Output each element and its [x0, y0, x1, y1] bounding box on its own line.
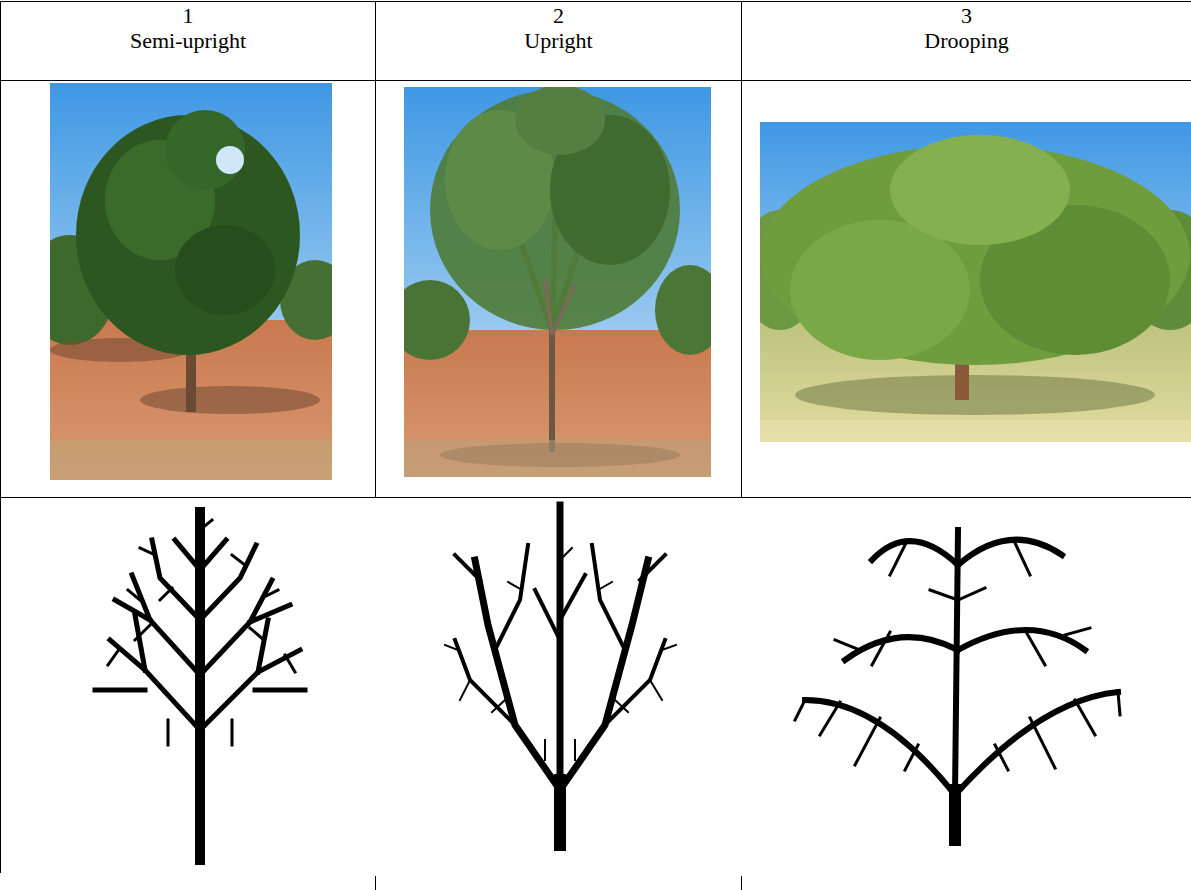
column-number: 1 — [1, 4, 375, 28]
tree-drawing — [95, 512, 305, 860]
tree-photo — [760, 122, 1191, 442]
tree-drawing — [795, 530, 1120, 840]
column-number: 3 — [742, 4, 1191, 28]
column-number: 2 — [376, 4, 741, 28]
column-heading: Semi-upright — [1, 29, 375, 53]
column-heading: Upright — [376, 29, 741, 53]
tree-drawing — [445, 505, 676, 845]
column-heading: Drooping — [742, 29, 1191, 53]
tree-photo — [50, 83, 332, 480]
tree-photo — [404, 87, 711, 477]
